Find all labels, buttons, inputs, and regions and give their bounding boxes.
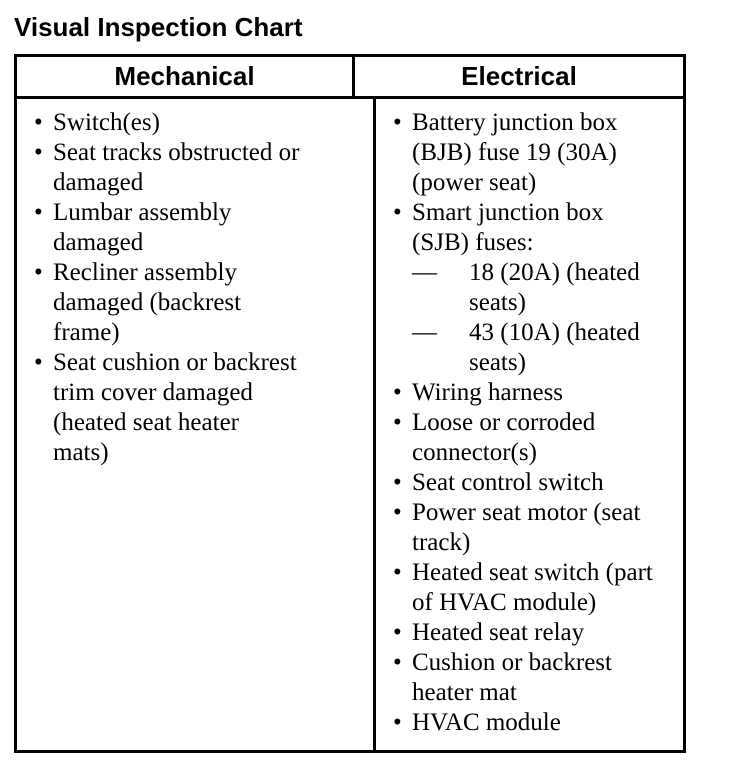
list-item: • Lumbar assembly damaged [34,198,369,258]
list-item: • HVAC module [393,708,679,738]
list-item-text: Seat cushion or backrest trim cover dama… [53,349,297,466]
bullet-icon: • [393,559,402,586]
bullet-icon: • [393,619,402,646]
bullet-icon: • [393,649,402,676]
mechanical-items-cell: • Switch(es) • Seat tracks obstructed or da… [17,99,373,750]
bullet-icon: • [393,499,402,526]
list-item: • Battery junction box (BJB) fuse 19 (30A… [393,108,679,198]
column-header-mechanical: Mechanical [114,61,255,91]
list-item: • Seat tracks obstructed or damaged [34,138,369,198]
list-item: • Wiring harness [393,378,679,408]
list-item-text: HVAC module [412,709,561,736]
list-item-text: Cushion or backrest heater mat [412,649,612,706]
list-subitem: — 43 (10A) (heated seats) [412,318,679,378]
bullet-icon: • [34,199,43,226]
bullet-icon: • [34,109,43,136]
table-body-row: • Switch(es) • Seat tracks obstructed or da… [17,99,683,750]
bullet-icon: • [393,469,402,496]
list-item: • Power seat motor (seat track) [393,498,679,558]
list-item-text: Seat control switch [412,469,604,496]
list-item-text: Wiring harness [412,379,564,406]
bullet-icon: • [393,709,402,736]
bullet-icon: • [34,259,43,286]
list-item: • Cushion or backrest heater mat [393,648,679,708]
bullet-icon: • [393,199,402,226]
list-item: • Seat cushion or backrest trim cover dam… [34,348,369,468]
list-item-text: Switch(es) [53,109,160,136]
bullet-icon: • [393,109,402,136]
list-item-text: Smart junction box (SJB) fuses: [412,199,604,256]
list-item-text: Heated seat switch (part of HVAC module) [412,559,653,616]
dash-icon: — [412,259,437,286]
bullet-icon: • [34,139,43,166]
bullet-icon: • [393,409,402,436]
list-subitem-text: 18 (20A) (heated seats) [469,259,640,316]
list-item-text: Seat tracks obstructed or damaged [53,139,300,196]
list-item: • Recliner assembly damaged (backrest fra… [34,258,369,348]
page-title: Visual Inspection Chart [14,12,303,42]
list-item: • Smart junction box (SJB) fuses: [393,198,679,258]
list-item: • Heated seat relay [393,618,679,648]
bullet-icon: • [34,349,43,376]
list-item-text: Loose or corroded connector(s) [412,409,596,466]
list-item: • Seat control switch [393,468,679,498]
bullet-icon: • [393,379,402,406]
electrical-items-cell: • Battery junction box (BJB) fuse 19 (30A… [373,99,683,750]
dash-icon: — [412,319,437,346]
column-header-electrical: Electrical [352,57,683,96]
list-item-text: Power seat motor (seat track) [412,499,641,556]
list-item: • Switch(es) [34,108,369,138]
list-item-text: Battery junction box (BJB) fuse 19 (30A)… [412,109,618,196]
list-subitem: — 18 (20A) (heated seats) [412,258,679,318]
visual-inspection-table: Mechanical Electrical • Switch(es) • Seat t… [14,54,686,753]
list-item-text: Lumbar assembly damaged [53,199,232,256]
table-header-row: Mechanical Electrical [17,57,683,99]
list-subitem-text: 43 (10A) (heated seats) [469,319,640,376]
list-item: • Heated seat switch (part of HVAC module… [393,558,679,618]
list-item: • Loose or corroded connector(s) [393,408,679,468]
list-item-text: Heated seat relay [412,619,585,646]
list-item-text: Recliner assembly damaged (backrest fram… [53,259,242,346]
page: Visual Inspection Chart Mechanical Elect… [14,12,686,753]
